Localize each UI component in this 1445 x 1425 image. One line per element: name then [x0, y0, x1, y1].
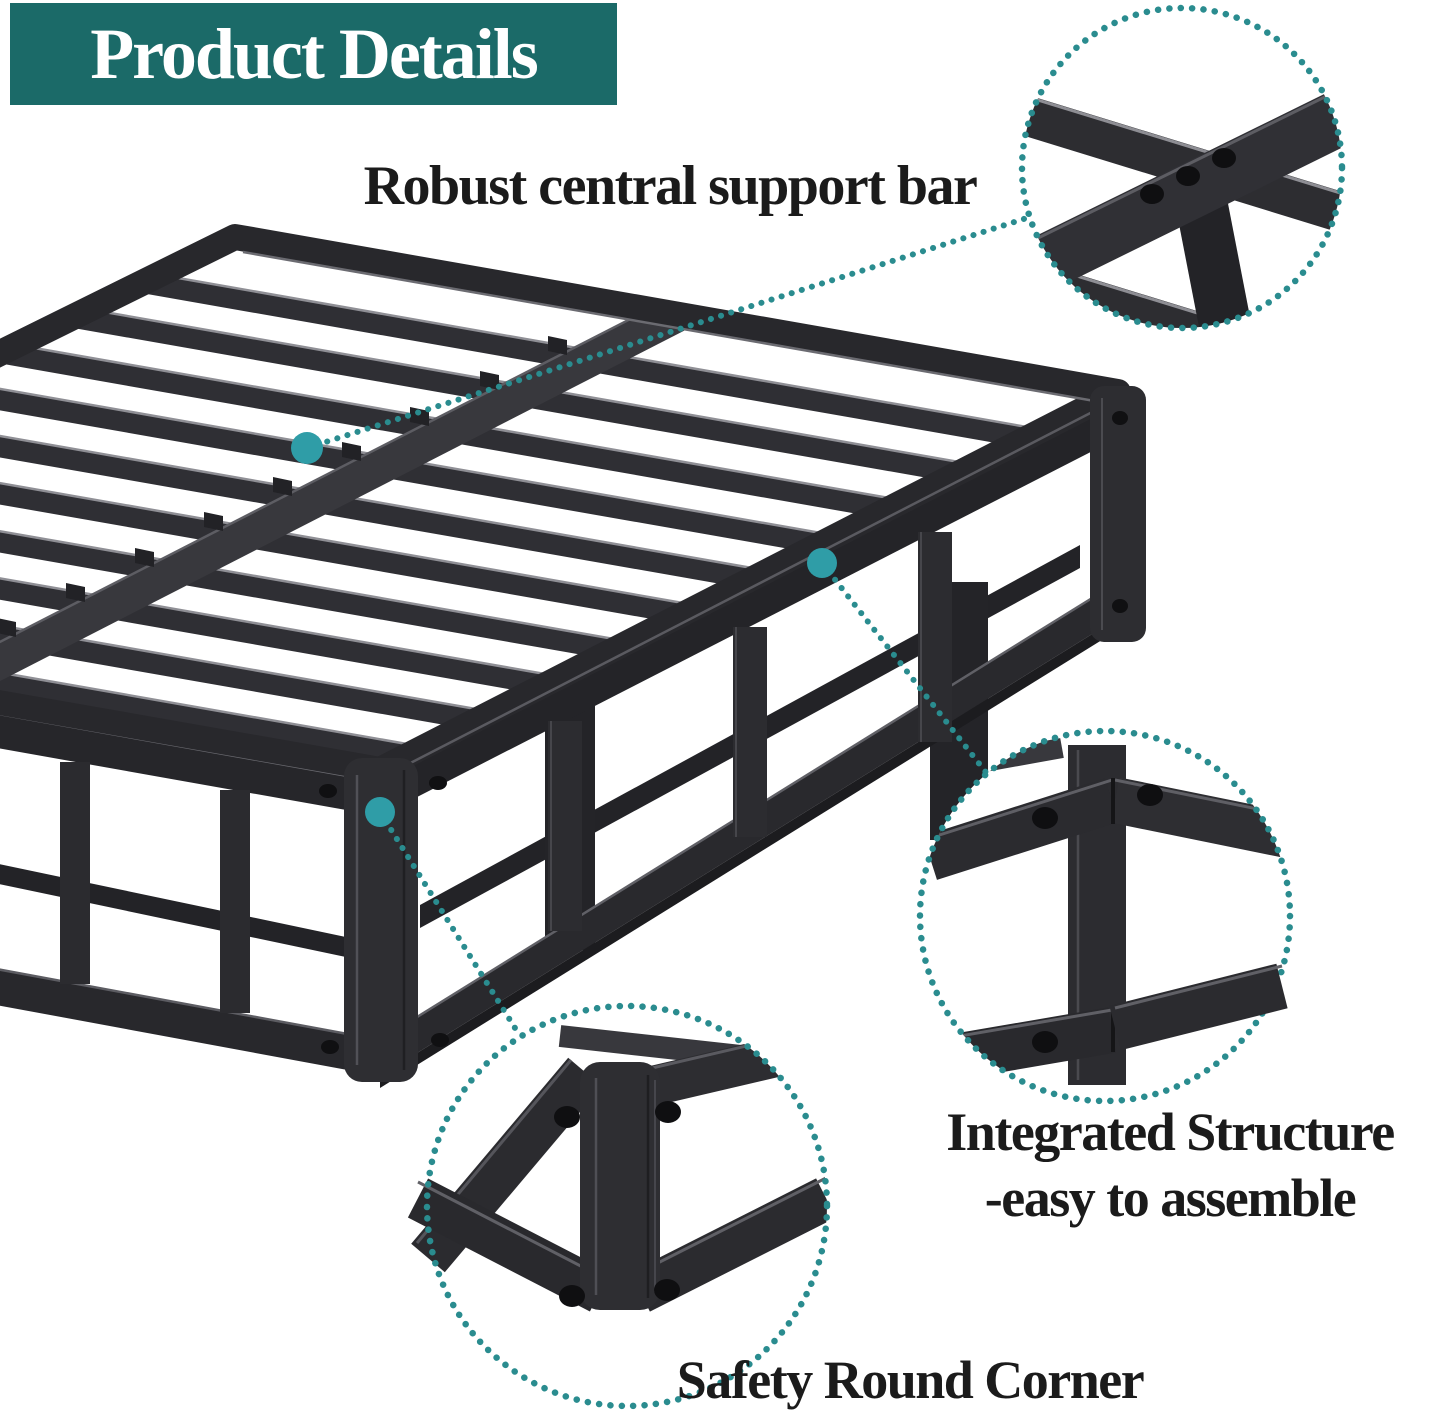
leader-line-integrated — [819, 560, 991, 778]
side-stud — [220, 790, 250, 1013]
right-corner-post — [1090, 386, 1146, 642]
page-title: Product Details — [90, 13, 539, 94]
label-central-support-bar: Robust central support bar — [363, 155, 978, 217]
central-support-bar — [0, 308, 705, 682]
leader-line-central-bar — [304, 214, 1033, 451]
side-stud — [733, 627, 767, 837]
label-safety-round-corner: Safety Round Corner — [676, 1350, 1145, 1410]
callout-connectors — [304, 214, 1033, 1039]
front-left-side — [0, 715, 381, 1076]
side-stud — [548, 721, 582, 931]
dot-marker-corner — [365, 797, 395, 827]
leader-line-corner — [377, 809, 523, 1039]
dotted-ring — [1018, 4, 1346, 332]
side-stud — [60, 762, 90, 984]
page-title-banner: Product Details — [10, 3, 617, 105]
callout-circle-integrated-structure — [916, 727, 1294, 1105]
label-integrated-structure: Integrated Structure -easy to assemble — [946, 1102, 1395, 1228]
callout-circle-safety-corner — [407, 1002, 831, 1410]
feature-dot-markers — [291, 432, 837, 827]
dot-marker-central-bar — [291, 432, 323, 464]
dotted-ring — [423, 1002, 831, 1410]
rounded-corner-post — [580, 1062, 660, 1310]
callout-rivets — [554, 1101, 681, 1307]
support-bar-tabs — [0, 336, 567, 637]
frame-rivets — [319, 411, 1128, 1054]
dotted-ring — [916, 727, 1294, 1105]
bed-frame-illustration — [0, 224, 1146, 1088]
side-stud — [918, 532, 952, 742]
dot-marker-integrated — [807, 548, 837, 578]
callout-rivets — [1140, 148, 1236, 204]
